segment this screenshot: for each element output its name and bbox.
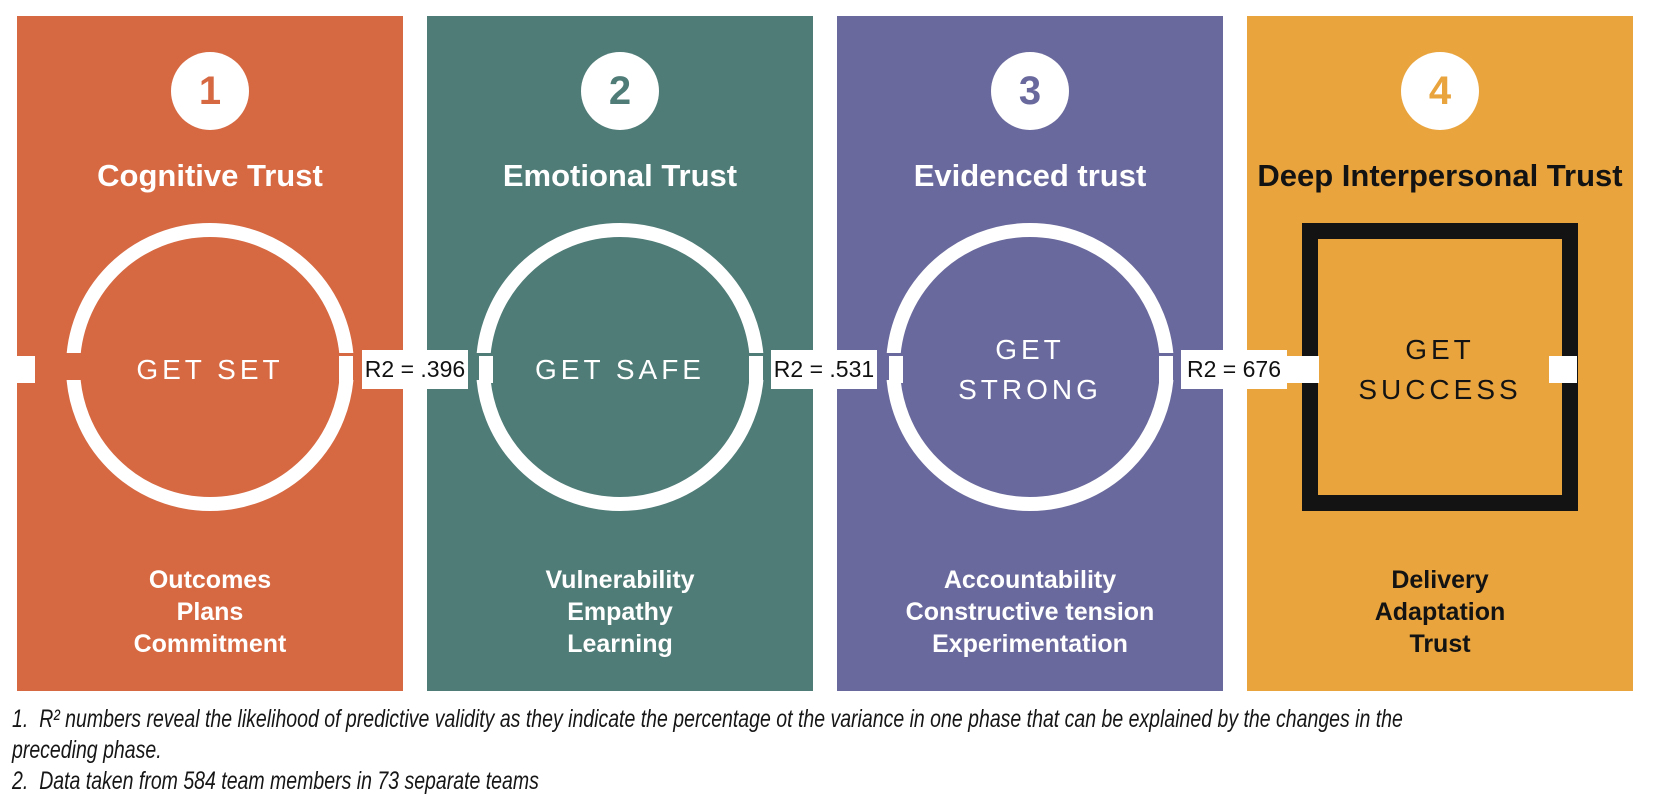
step-2-number: 2	[608, 68, 632, 113]
footnotes: 1. R² numbers reveal the likelihood of pr…	[12, 704, 1650, 797]
square-shape	[1302, 223, 1578, 511]
step-2-badge: 2	[581, 52, 659, 130]
panel-item: Vulnerability	[545, 566, 695, 594]
ring-label-line: GET SET	[136, 354, 284, 385]
footnote-2-text: Data taken from 584 team members in 73 s…	[39, 767, 539, 795]
connector-tab	[889, 356, 903, 383]
panel-item: Learning	[567, 630, 673, 658]
ring-label-line: GET	[995, 334, 1065, 365]
panel-item: Outcomes	[148, 566, 272, 594]
panel-4-square: GET SUCCESS	[1302, 223, 1578, 511]
panel-item: Constructive tension	[905, 598, 1155, 626]
panel-3-title: Evidenced trust	[913, 158, 1147, 193]
connector-tab	[17, 356, 35, 383]
panel-item: Commitment	[133, 630, 287, 658]
panel-4-items: Delivery Adaptation Trust	[1247, 564, 1633, 660]
panel-3-ring-label: GET STRONG	[886, 223, 1174, 511]
step-1-badge: 1	[171, 52, 249, 130]
panel-4-deep-interpersonal-trust: 4 Deep Interpersonal Trust GET SUCCESS D…	[1247, 16, 1633, 691]
step-3-badge: 3	[991, 52, 1069, 130]
ring-gap-left	[63, 353, 83, 380]
footnote-1-number: 1.	[12, 705, 29, 733]
panel-2-title: Emotional Trust	[502, 158, 738, 193]
panel-4-title: Deep Interpersonal Trust	[1257, 158, 1623, 193]
panel-3-evidenced-trust: 3 Evidenced trust GET STRONG Accountabil…	[837, 16, 1223, 691]
panel-item: Accountability	[943, 566, 1117, 594]
ring-label-line: GET SAFE	[535, 354, 705, 385]
panel-4-square-label: GET SUCCESS	[1302, 223, 1578, 511]
step-1-number: 1	[198, 68, 222, 113]
square-label-line: GET	[1405, 334, 1475, 365]
connector-tab	[1159, 356, 1173, 383]
trust-phases-diagram: 1 Cognitive Trust GET SET Outcomes Plans…	[17, 16, 1633, 691]
panel-1-cognitive-trust: 1 Cognitive Trust GET SET Outcomes Plans…	[17, 16, 403, 691]
panel-item: Adaptation	[1374, 598, 1506, 626]
step-3-number: 3	[1018, 68, 1042, 113]
footnote-1-continued: preceding phase.	[12, 735, 1650, 766]
r2-connector-label-1: R2 = .396	[362, 350, 468, 389]
r2-connector-label-3: R2 = 676	[1181, 350, 1287, 389]
panel-3-items: Accountability Constructive tension Expe…	[837, 564, 1223, 660]
step-4-badge: 4	[1401, 52, 1479, 130]
ring-label-line: STRONG	[958, 374, 1102, 405]
r2-connector-label-2: R2 = .531	[771, 350, 877, 389]
step-4-number: 4	[1428, 68, 1452, 113]
panel-item: Empathy	[567, 598, 673, 626]
footnote-1: 1. R² numbers reveal the likelihood of pr…	[12, 704, 1650, 735]
panel-2-emotional-trust: 2 Emotional Trust GET SAFE Vulnerability…	[427, 16, 813, 691]
footnote-2: 2. Data taken from 584 team members in 73…	[12, 766, 1650, 797]
footnote-1-text-continued: preceding phase.	[12, 736, 162, 764]
panel-1-ring: GET SET	[63, 223, 357, 511]
panel-item: Plans	[176, 598, 244, 626]
panel-item: Trust	[1409, 630, 1471, 658]
square-label-line: SUCCESS	[1358, 374, 1522, 405]
panel-2-ring-label: GET SAFE	[476, 223, 764, 511]
panel-item: Experimentation	[932, 630, 1128, 658]
connector-tab	[1549, 356, 1577, 383]
panel-item: Delivery	[1391, 566, 1489, 594]
panel-2-ring: GET SAFE	[473, 223, 767, 511]
connector-tab	[339, 356, 353, 383]
footnote-1-text: R² numbers reveal the likelihood of pred…	[39, 705, 1403, 733]
panel-2-items: Vulnerability Empathy Learning	[427, 564, 813, 660]
panel-1-ring-label: GET SET	[66, 223, 354, 511]
footnote-2-number: 2.	[12, 767, 29, 795]
connector-tab	[1287, 356, 1319, 383]
panel-3-ring: GET STRONG	[883, 223, 1177, 511]
panel-1-items: Outcomes Plans Commitment	[17, 564, 403, 660]
connector-tab	[749, 356, 763, 383]
panel-1-title: Cognitive Trust	[97, 158, 323, 193]
connector-tab	[479, 356, 493, 383]
